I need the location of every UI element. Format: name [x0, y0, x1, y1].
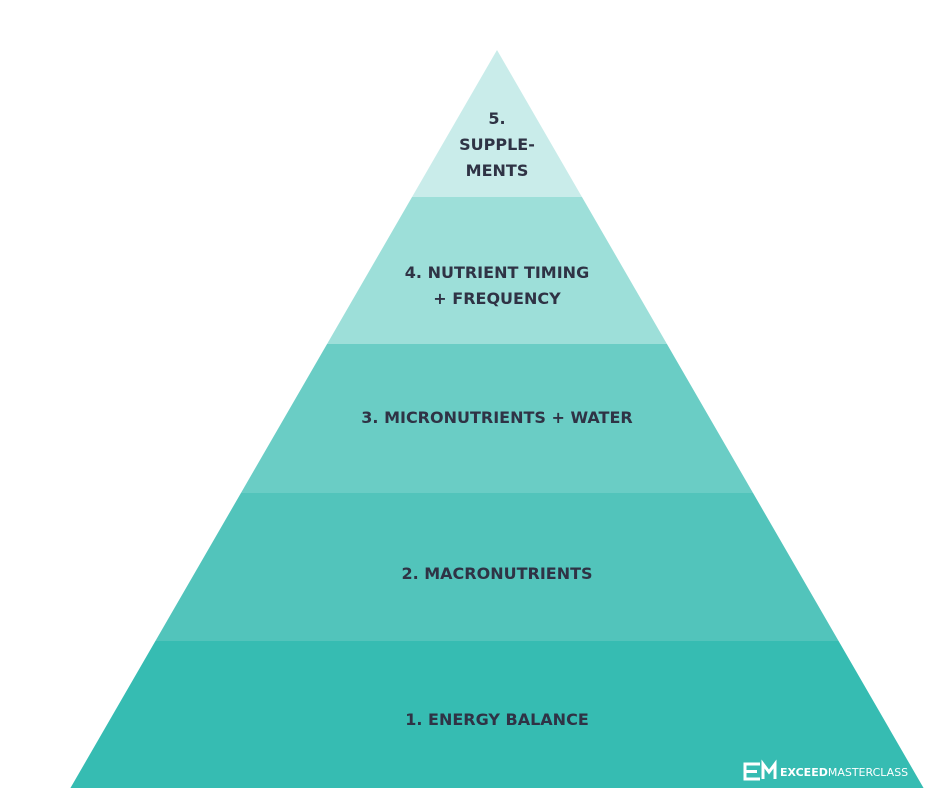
- level-4-label: 4. NUTRIENT TIMING: [405, 263, 589, 282]
- level-5-label: MENTS: [466, 161, 529, 180]
- logo-text: EXCEEDMASTERCLASS: [780, 766, 908, 779]
- level-5-label: 5.: [488, 109, 505, 128]
- level-5-label: SUPPLE-: [459, 135, 535, 154]
- pyramid-level-2: [155, 493, 839, 641]
- exceedmasterclass-logo: EXCEEDMASTERCLASS: [743, 759, 908, 781]
- pyramid-level-3: [240, 344, 754, 493]
- level-3-label: 3. MICRONUTRIENTS + WATER: [361, 408, 632, 427]
- level-1-label: 1. ENERGY BALANCE: [405, 710, 589, 729]
- level-4-label: + FREQUENCY: [433, 289, 561, 308]
- em-logo-icon: [743, 759, 777, 781]
- pyramid-level-4: [327, 197, 667, 344]
- pyramid-level-5: [412, 50, 582, 197]
- pyramid-level-1: [70, 641, 924, 788]
- level-2-label: 2. MACRONUTRIENTS: [401, 564, 592, 583]
